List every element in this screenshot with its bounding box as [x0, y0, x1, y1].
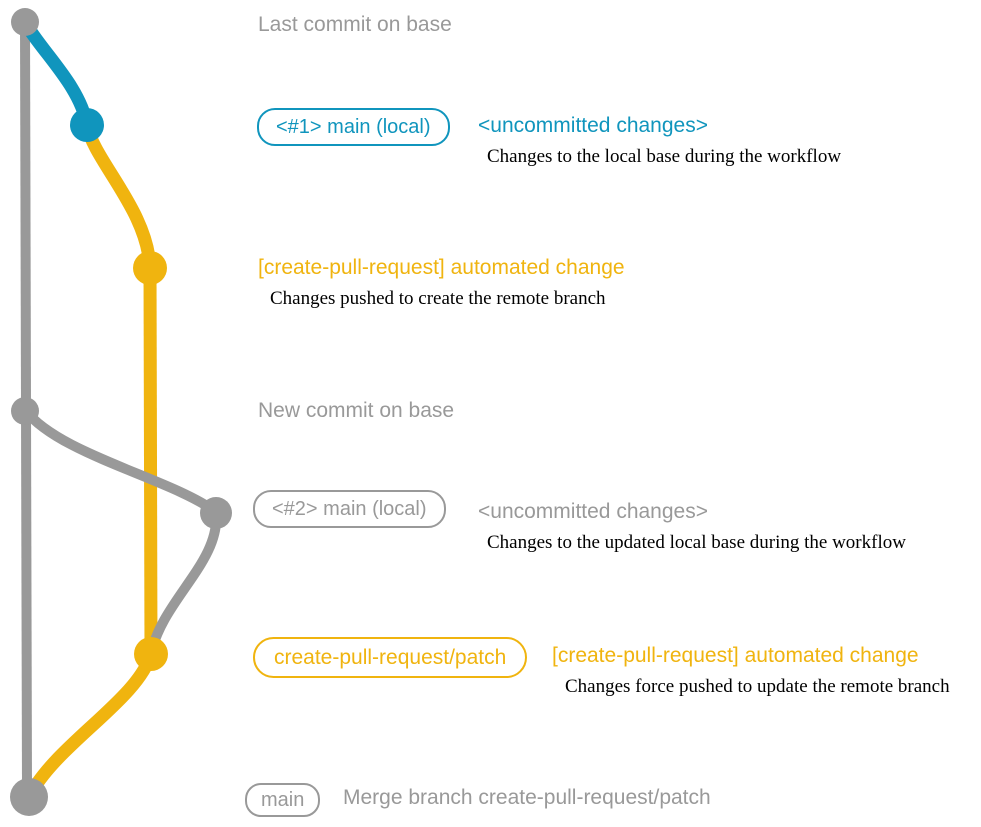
commit-node-automated-change-1 — [133, 251, 167, 285]
patch-branch-curve-top — [80, 123, 157, 269]
merge-curve — [23, 651, 158, 801]
commit-title-uncommitted-changes-2: <uncommitted changes> — [478, 500, 708, 523]
milestone-last-commit-on-base: Last commit on base — [258, 13, 452, 36]
local-main-branch-curve — [19, 18, 94, 127]
branch-badge-main-local-2: <#2> main (local) — [253, 490, 446, 528]
branch-badge-create-pull-request-patch: create-pull-request/patch — [253, 637, 528, 678]
commit-caption-updated-local-base-changes: Changes to the updated local base during… — [487, 532, 906, 553]
commit-node-merge — [10, 778, 48, 816]
commit-caption-local-base-changes: Changes to the local base during the wor… — [487, 146, 842, 167]
base-update-curve — [21, 406, 219, 517]
commit-node-local-main-2 — [200, 497, 232, 529]
milestone-new-commit-on-base: New commit on base — [258, 399, 455, 422]
rebase-curve — [146, 511, 222, 656]
commit-title-uncommitted-changes-1: <uncommitted changes> — [478, 114, 708, 137]
commit-caption-force-pushed-update-remote: Changes force pushed to update the remot… — [565, 676, 950, 697]
commit-title-automated-change-2: [create-pull-request] automated change — [552, 644, 919, 667]
commit-caption-pushed-create-remote: Changes pushed to create the remote bran… — [270, 288, 606, 309]
commit-title-merge-branch: Merge branch create-pull-request/patch — [343, 786, 711, 809]
branch-badge-main-local-1: <#1> main (local) — [257, 108, 450, 146]
commit-node-local-main-1 — [70, 108, 104, 142]
patch-branch-line — [143, 267, 158, 655]
commit-graph — [10, 8, 232, 816]
commit-node-new-commit-on-base — [11, 397, 39, 425]
commit-node-automated-change-2 — [134, 637, 168, 671]
branch-badge-main: main — [245, 783, 321, 817]
commit-node-last-commit-on-base — [11, 8, 39, 36]
commit-title-automated-change-1: [create-pull-request] automated change — [258, 256, 625, 279]
